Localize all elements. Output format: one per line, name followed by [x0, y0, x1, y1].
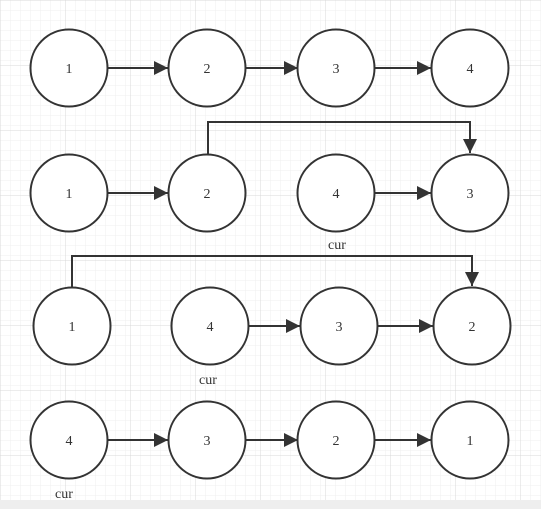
node: 4: [296, 153, 376, 233]
node: 2: [296, 400, 376, 480]
node-label: 4: [207, 320, 214, 335]
node: 2: [167, 153, 247, 233]
node-label: 4: [467, 62, 474, 77]
node-circle: [430, 28, 510, 108]
node-label: 2: [204, 187, 211, 202]
node-circle: [430, 400, 510, 480]
node-circle: [296, 153, 376, 233]
node-label: 1: [66, 62, 73, 77]
node: 3: [430, 153, 510, 233]
node-label: 1: [467, 434, 474, 449]
node: 2: [432, 286, 512, 366]
cur-pointer-label: cur: [199, 373, 217, 388]
node: 4: [170, 286, 250, 366]
node-label: 1: [66, 187, 73, 202]
node: 3: [299, 286, 379, 366]
node-circle: [430, 153, 510, 233]
node-label: 1: [69, 320, 76, 335]
row-4: 4 3 2 1 cur: [29, 400, 510, 502]
node: 1: [29, 153, 109, 233]
node-label: 3: [204, 434, 211, 449]
node-label: 3: [467, 187, 474, 202]
edge-r2-n2-n4: [207, 121, 477, 154]
node: 1: [430, 400, 510, 480]
node-circle: [32, 286, 112, 366]
node-circle: [170, 286, 250, 366]
node-circle: [432, 286, 512, 366]
edge-r3-n1-n4: [71, 255, 479, 287]
node-label: 3: [333, 62, 340, 77]
cur-pointer-label: cur: [328, 238, 346, 253]
node-circle: [29, 400, 109, 480]
node: 3: [296, 28, 376, 108]
node-circle: [296, 28, 376, 108]
node-circle: [167, 153, 247, 233]
node: 1: [29, 28, 109, 108]
node-circle: [167, 400, 247, 480]
footer-bar: [0, 500, 541, 509]
node-circle: [167, 28, 247, 108]
node-label: 2: [469, 320, 476, 335]
node-label: 2: [333, 434, 340, 449]
node: 3: [167, 400, 247, 480]
node-label: 4: [66, 434, 73, 449]
row-3: 1 4 3 2 cur: [32, 255, 512, 388]
cur-pointer-label: cur: [55, 487, 73, 502]
row-1: 1 2 3 4: [29, 28, 510, 108]
node: 4: [29, 400, 109, 480]
node: 2: [167, 28, 247, 108]
node-circle: [296, 400, 376, 480]
node-label: 2: [204, 62, 211, 77]
node: 1: [32, 286, 112, 366]
row-2: 1 2 4 3 cur: [29, 121, 510, 253]
node-circle: [29, 153, 109, 233]
node: 4: [430, 28, 510, 108]
node-label: 4: [333, 187, 340, 202]
node-circle: [29, 28, 109, 108]
node-circle: [299, 286, 379, 366]
node-label: 3: [336, 320, 343, 335]
